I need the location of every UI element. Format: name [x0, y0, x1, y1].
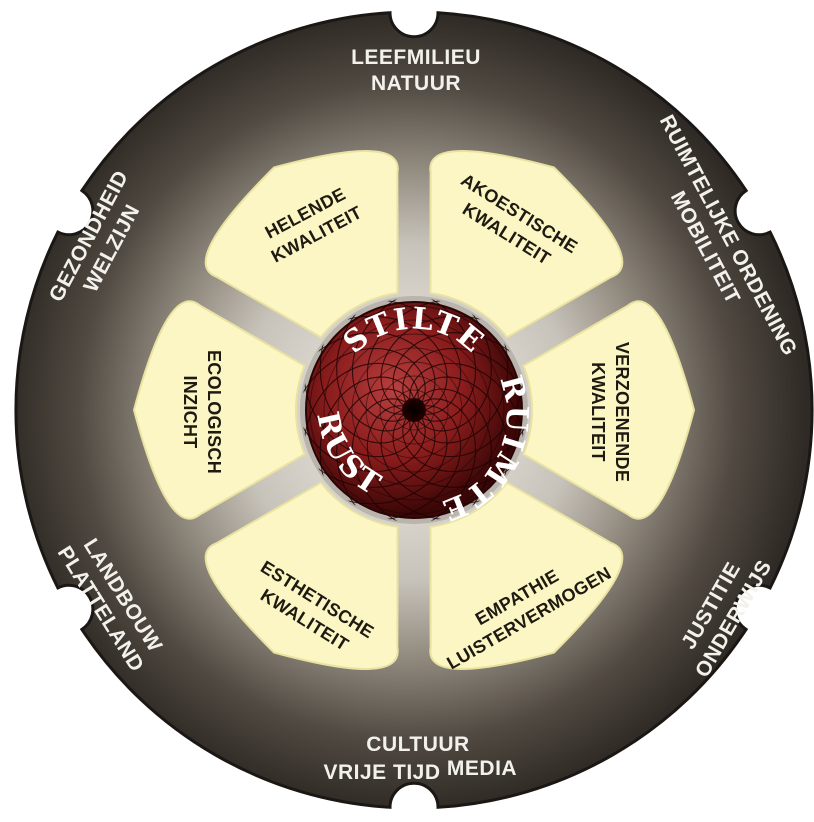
outer-label-top: LEEFMILIEU NATUUR [351, 46, 481, 95]
outer-label-bottom-line3: MEDIA [447, 757, 517, 780]
petal-helende [204, 150, 399, 339]
petal-label-verzoenende-line1: VERZOENENDE [612, 342, 632, 482]
outer-label-top-line2: NATUUR [371, 72, 461, 95]
hub: STILTE RUIMTE RUST [300, 296, 532, 528]
petal-group [133, 150, 695, 670]
hub-ring-line [337, 333, 491, 487]
hub-ring-line [323, 319, 505, 501]
outer-label-bottom-line1: CULTUUR [366, 733, 469, 756]
petal-ecologisch [133, 300, 306, 520]
hub-center-hole [402, 398, 426, 422]
hub-ring-line [309, 305, 519, 515]
petal-empathie [429, 481, 624, 670]
hub-spiral-pattern [302, 298, 526, 522]
outer-label-bottom-line2: VRIJE TIJD [323, 761, 440, 784]
petal-label-ecologisch: ECOLOGISCH INZICHT [180, 350, 224, 474]
hub-ring-line [393, 389, 435, 431]
hub-ring-line [351, 347, 477, 473]
petal-label-ecologisch-line2: INZICHT [180, 375, 200, 448]
petal-label-verzoenende-line2: KWALITEIT [588, 362, 608, 462]
hub-ring-line [379, 375, 449, 445]
petal-label-ecologisch-line1: ECOLOGISCH [204, 350, 224, 474]
petal-esthetische [204, 481, 399, 670]
petal-verzoenende [522, 300, 695, 520]
petal-label-verzoenende: VERZOENENDE KWALITEIT [588, 342, 632, 482]
outer-label-top-line1: LEEFMILIEU [351, 46, 481, 69]
outer-label-bottom: CULTUUR VRIJE TIJD MEDIA [323, 733, 517, 784]
hub-ring-line [365, 361, 463, 459]
petal-akoestische [429, 150, 624, 339]
